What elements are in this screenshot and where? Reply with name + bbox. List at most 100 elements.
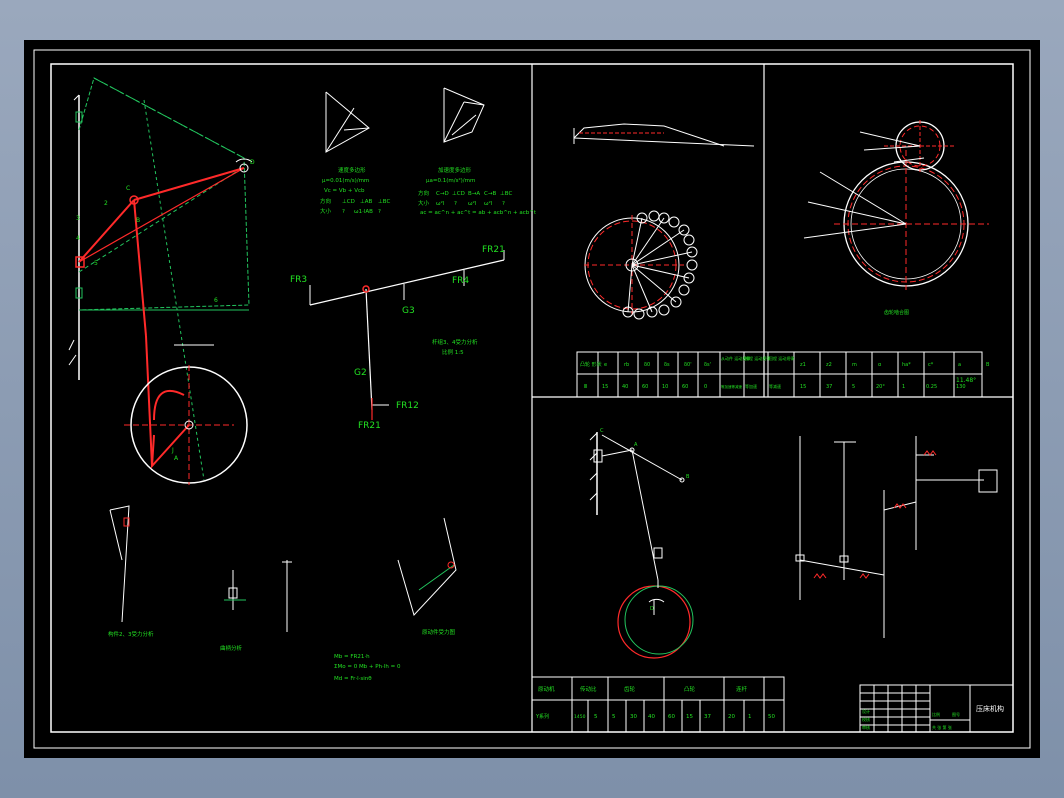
acceleration-row2-4: ω²l	[484, 200, 493, 207]
force-labels: FR3 FR4 G3 G2 FR12 FR21 FR21	[290, 245, 505, 431]
velocity-scale: μ=0.01(m/s)/mm	[322, 178, 369, 184]
title-block-text: 压床机构 设计 校核 审核 比例 图号 共 张 第 张	[862, 704, 1004, 730]
bottom-value-8: 37	[704, 714, 711, 720]
cam-value-4: 10	[662, 384, 668, 390]
bottom-value-9: 20	[728, 714, 735, 720]
cam-rollers	[622, 210, 698, 320]
gear-caption-text: 齿轮啮合图	[884, 309, 909, 316]
outer-frame	[33, 49, 1031, 749]
small-caption-3: 原动件受力图	[422, 628, 456, 636]
bottom-value-4: 30	[630, 714, 637, 720]
force-label-g3: G3	[402, 306, 415, 316]
velocity-row2-3: ?	[378, 209, 381, 215]
gear-value-6: 130	[956, 384, 966, 390]
velocity-row1-0: 方向	[320, 197, 331, 205]
gear-value-3: 20°	[876, 384, 885, 390]
mech-label-a: A	[634, 442, 638, 448]
mechanism-labels: A B C D	[600, 428, 690, 612]
small-note-2: ΣMo = 0 Mb + Ph·lh = 0	[334, 664, 401, 670]
small-caption-2: 曲柄分析	[220, 644, 243, 652]
cam-value-6: 0	[704, 384, 707, 390]
gear-value-4: 1	[902, 384, 905, 390]
gear-value-0: 15	[800, 384, 806, 390]
gear-header-5: c*	[928, 362, 934, 368]
acceleration-equation: ac = ac^n + ac^t = ab + acb^n + acb^t	[420, 210, 537, 216]
velocity-row2-1: ?	[342, 209, 345, 215]
acceleration-row1-3: B→A	[468, 191, 480, 197]
linkage-label-3: 3	[76, 215, 80, 222]
acceleration-text: 加速度多边形 μa=0.1(m/s²)/mm ac = ac^n + ac^t …	[418, 166, 537, 216]
gear-header-6: a	[958, 362, 961, 368]
acceleration-row2-2: ?	[454, 201, 457, 207]
bottom-table-text: 原动机 传动比 齿轮 凸轮 连杆 Y系列 1450 5 5 30 40 60 1…	[535, 685, 775, 720]
cam-header-0: 凸轮 形状	[580, 361, 602, 368]
acceleration-row2-5: ?	[502, 201, 505, 207]
velocity-row1-2: ⊥AB	[360, 199, 373, 205]
velocity-text: 速度多边形 μ=0.01(m/s)/mm Vc = Vb + Vcb 方向 ⊥C…	[320, 166, 390, 215]
cam-header-3: δ0	[644, 362, 650, 368]
gear-header-1: z2	[826, 362, 832, 368]
velocity-equation: Vc = Vb + Vcb	[324, 188, 365, 194]
linkage-label-a: A	[174, 455, 179, 462]
cam-diagram	[573, 123, 755, 315]
title-block	[859, 684, 1014, 733]
cam-value-5: 60	[682, 384, 688, 390]
linkage-label-b: B	[136, 217, 140, 224]
acceleration-row2-3: ω²l	[468, 200, 477, 207]
cam-table	[576, 351, 983, 398]
small-note-3: Md = Fr·l·sinθ	[334, 676, 372, 682]
bottom-value-7: 15	[686, 714, 693, 720]
velocity-row1-1: ⊥CD	[342, 199, 355, 205]
bottom-value-11: 50	[768, 714, 775, 720]
mech-label-c: C	[600, 428, 604, 434]
linkage-label-d: D	[250, 159, 255, 166]
bottom-table	[531, 676, 785, 733]
gear-caption: 齿轮啮合图	[884, 309, 909, 316]
cam-header-6: δs'	[704, 362, 711, 368]
cam-value-8: 等加速	[745, 383, 757, 389]
cam-table-text: 凸轮 形状 e rb δ0 δs δ0' δs' 从动件 运动规律 推程 运动规…	[580, 355, 794, 390]
velocity-row2-2: ω1·lAB	[354, 209, 373, 215]
bottom-header-0: 原动机	[538, 685, 555, 693]
acceleration-row1-5: ⊥BC	[500, 191, 512, 197]
title-row-4: 图号	[952, 711, 960, 717]
linkage-label-5: 5	[94, 260, 98, 267]
force-captions: 杆组3、4受力分析 比例 1:5	[432, 338, 478, 356]
gear-misc-1: 11.48°	[956, 377, 976, 384]
gear-misc-0: B	[986, 362, 990, 368]
gear-value-5: 0.25	[926, 384, 937, 390]
cam-header-7: 从动件 运动规律	[721, 355, 750, 361]
force-label-g2: G2	[354, 368, 367, 378]
cam-value-3: 60	[642, 384, 648, 390]
linkage-label-j: J	[171, 447, 174, 454]
gear-train-diagram	[795, 436, 998, 638]
cam-header-9: 回程 运动规律	[769, 355, 794, 361]
bottom-value-3: 5	[612, 714, 616, 720]
title-row-2: 审核	[862, 724, 870, 730]
cam-header-8: 推程 运动规律	[745, 355, 770, 361]
velocity-row1-3: ⊥BC	[378, 199, 390, 205]
cam-value-9: 等减速	[769, 383, 781, 389]
bottom-value-10: 1	[748, 714, 752, 720]
linkage-diagram	[68, 77, 253, 485]
acceleration-row1-4: C→B	[484, 191, 496, 197]
gear-header-3: α	[878, 362, 882, 368]
drawing-sheet: C B D A 2 3 4 5 6 J 速度多边形 μ=0.01(m/s)/mm…	[24, 40, 1040, 758]
cam-value-0: Ⅲ	[584, 384, 587, 390]
linkage-label-6: 6	[214, 297, 218, 304]
force-label-fr21-top: FR21	[482, 245, 505, 255]
cam-value-7: 等加速等减速	[721, 384, 742, 389]
acceleration-row2-1: ω²l	[436, 200, 445, 207]
cam-header-5: δ0'	[684, 362, 692, 368]
linkage-label-c: C	[126, 185, 130, 192]
title-row-0: 设计	[862, 708, 870, 714]
gear-table-text: z1 z2 m α ha* c* a 15 37 5 20° 1 0.25 13…	[800, 362, 990, 390]
acceleration-scale: μa=0.1(m/s²)/mm	[426, 177, 475, 184]
force-diagram	[309, 250, 505, 420]
bottom-header-4: 连杆	[736, 685, 748, 693]
gear-header-4: ha*	[902, 362, 911, 368]
cam-header-1: e	[604, 362, 607, 368]
acceleration-caption: 加速度多边形	[438, 166, 472, 174]
title-row-5: 共 张 第 张	[932, 724, 952, 730]
acceleration-row2-0: 大小	[418, 199, 430, 207]
